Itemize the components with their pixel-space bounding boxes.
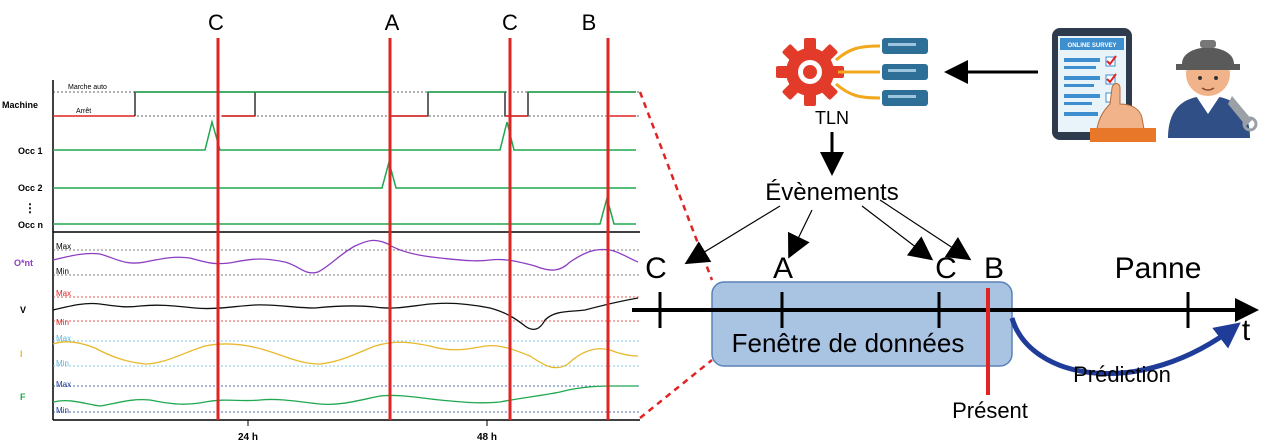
event-marker-label-3: C xyxy=(502,10,518,35)
occ1-line xyxy=(53,119,636,151)
prediction-arrow xyxy=(1009,317,1241,377)
row-label-v: V xyxy=(20,305,26,315)
row-label-machine: Machine xyxy=(2,100,38,110)
f-max-label: Max xyxy=(56,380,71,389)
timeline: C A C B Panne t Fenêtre de données Prése… xyxy=(632,252,1259,423)
state-label-arret: Arrêt xyxy=(76,108,91,115)
f-signal xyxy=(52,385,638,407)
v-max-label: Max xyxy=(56,289,71,298)
v-min-label: Min xyxy=(56,318,69,327)
tln-block: TLN xyxy=(776,38,1038,176)
v-signal xyxy=(52,297,639,331)
event-marker-label-2: A xyxy=(385,10,400,35)
row-label-ont: O*nt xyxy=(14,258,33,268)
chat-bubble-icon-3 xyxy=(882,90,928,106)
worker-icon xyxy=(1168,40,1258,138)
panne-label: Panne xyxy=(1115,252,1202,285)
event-marker-label-1: C xyxy=(208,10,224,35)
chat-bubble-icon-1 xyxy=(882,38,928,54)
ont-max-label: Max xyxy=(56,242,71,251)
events-label: Évènements xyxy=(765,179,898,206)
survey-tablet-icon: ONLINE SURVEY xyxy=(1052,28,1156,142)
row-label-f: F xyxy=(20,392,26,402)
tln-label: TLN xyxy=(815,108,849,128)
prediction-label: Prédiction xyxy=(1073,362,1171,387)
timeline-event-label-4: B xyxy=(984,252,1004,285)
survey-title: ONLINE SURVEY xyxy=(1068,43,1117,49)
x-tick-label-48h: 48 h xyxy=(477,432,497,441)
event-arrows xyxy=(684,199,972,265)
t-label: t xyxy=(1242,314,1251,347)
row-label-occ1: Occ 1 xyxy=(18,146,43,156)
timeline-event-label-1: C xyxy=(645,252,667,285)
gear-icon xyxy=(776,38,844,106)
row-label-occn: Occ n xyxy=(18,220,43,230)
event-marker-label-4: B xyxy=(582,10,597,35)
ont-signal xyxy=(52,239,639,274)
tln-connectors xyxy=(835,44,881,100)
row-label-ellipsis: ⋮ xyxy=(24,201,36,215)
i-signal xyxy=(52,341,639,369)
signal-chart: 24 h 48 h Machine Occ 1 Occ 2 ⋮ Occ n O*… xyxy=(2,10,714,441)
i-max-label: Max xyxy=(56,334,71,343)
timeline-event-label-3: C xyxy=(935,252,957,285)
i-min-label: Min xyxy=(56,359,69,368)
zoom-dash-bottom xyxy=(639,359,713,419)
chat-bubble-icon-2 xyxy=(882,64,928,80)
timeline-event-label-2: A xyxy=(773,252,793,285)
row-label-i: I xyxy=(20,349,23,359)
state-label-marche: Marche auto xyxy=(68,84,107,91)
f-min-label: Min xyxy=(56,406,69,415)
present-label: Présent xyxy=(952,398,1028,423)
machine-state-line xyxy=(134,91,636,117)
occ2-line xyxy=(53,159,636,189)
ont-min-label: Min xyxy=(56,267,69,276)
x-tick-label-24h: 24 h xyxy=(238,432,258,441)
row-label-occ2: Occ 2 xyxy=(18,183,43,193)
occn-line xyxy=(53,195,636,225)
window-label: Fenêtre de données xyxy=(732,328,965,358)
